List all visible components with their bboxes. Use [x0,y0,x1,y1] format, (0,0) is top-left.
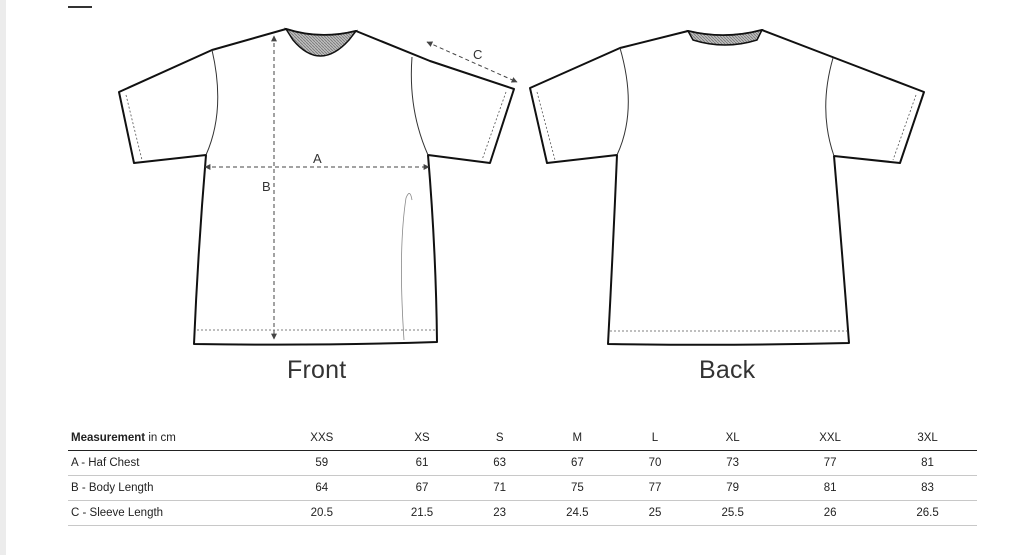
table-cell: 77 [782,450,879,476]
measure-label-b: B [262,179,271,194]
table-cell: 73 [683,450,783,476]
size-header: 3XL [878,426,977,451]
size-header: S [471,426,528,451]
table-row: B - Body Length 64 67 71 75 77 79 81 83 [68,475,977,501]
table-cell: 64 [271,475,373,501]
table-cell: 26.5 [878,500,977,526]
front-view-label: Front [287,356,347,384]
table-cell: 20.5 [271,500,373,526]
size-header: M [527,426,627,451]
top-dash-mark [68,6,92,8]
size-header: XL [683,426,783,451]
tshirt-diagram: A B C [118,27,925,346]
row-label: C - Sleeve Length [68,500,271,526]
table-cell: 77 [626,475,684,501]
measurement-header-label: Measurement [71,432,146,444]
table-cell: 26 [782,500,879,526]
back-view-label: Back [699,356,756,384]
row-label: A - Haf Chest [68,450,271,476]
table-cell: 25.5 [683,500,783,526]
table-cell: 59 [271,450,373,476]
size-header: XS [372,426,472,451]
table-cell: 81 [878,450,977,476]
table-header-row: Measurement in cm XXS XS S M L XL XXL 3X… [68,426,977,451]
table-cell: 75 [527,475,627,501]
table-cell: 71 [471,475,528,501]
table-cell: 25 [626,500,684,526]
table-cell: 70 [626,450,684,476]
table-cell: 81 [782,475,879,501]
table-cell: 67 [372,475,472,501]
table-cell: 21.5 [372,500,472,526]
table-cell: 23 [471,500,528,526]
page-edge [0,0,6,555]
table-cell: 79 [683,475,783,501]
measurement-header: Measurement in cm [68,426,271,451]
back-tshirt-drawing [529,28,925,346]
size-header: XXL [782,426,879,451]
front-tshirt-drawing: A B C [118,27,518,346]
size-chart-table: Measurement in cm XXS XS S M L XL XXL 3X… [68,426,977,526]
table-cell: 67 [527,450,627,476]
size-header: L [626,426,684,451]
table-row: C - Sleeve Length 20.5 21.5 23 24.5 25 2… [68,500,977,526]
table-cell: 83 [878,475,977,501]
table-cell: 61 [372,450,472,476]
table-cell: 63 [471,450,528,476]
measurement-unit-label: in cm [145,432,176,444]
measure-label-c: C [473,47,482,62]
table-cell: 24.5 [527,500,627,526]
table-row: A - Haf Chest 59 61 63 67 70 73 77 81 [68,450,977,476]
size-header: XXS [271,426,373,451]
row-label: B - Body Length [68,475,271,501]
measure-label-a: A [313,151,322,166]
